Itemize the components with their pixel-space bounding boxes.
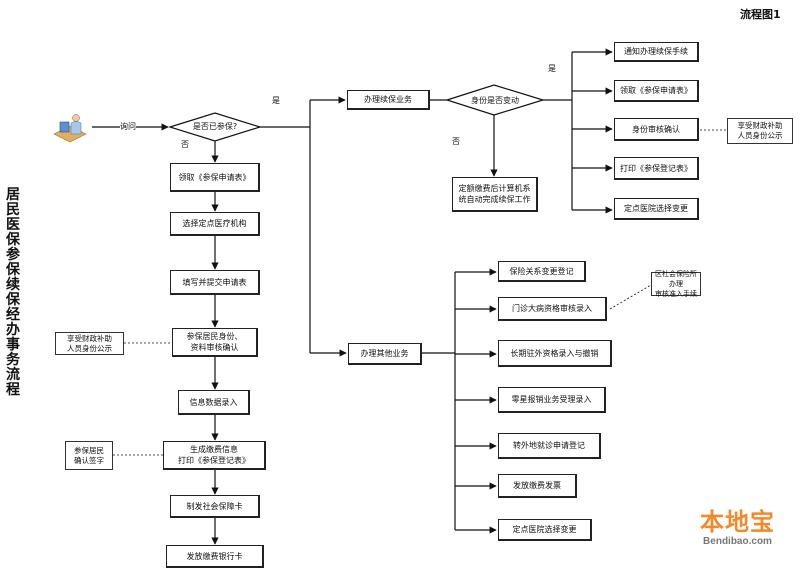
other-step-reimbursement: 零星报销业务受理录入 [498,387,606,413]
decision-identity-change: 身份是否变动 [471,96,519,105]
step-identity-review: 参保居民身份、 资料审核确认 [172,328,258,357]
renewal-step-print: 打印《参保登记表》 [614,157,699,180]
note-subsidy-publicity: 享受财政补助 人员身份公示 [55,332,124,355]
dashed-note-o [609,284,652,310]
other-business: 办理其他业务 [348,343,422,365]
renewal-note-subsidy: 享受财政补助 人员身份公示 [727,118,793,144]
renewal-label-no: 否 [452,137,460,146]
note-resident-sign: 参保居民 确认签字 [65,441,113,470]
decision-enrolled: 是否已参保? [192,122,238,131]
step-print-registration: 生成缴费信息 打印《参保登记表》 [163,441,266,470]
renewal-business: 办理续保业务 [347,90,430,110]
other-step-invoice: 发放缴费发票 [498,474,577,498]
label-no: 否 [181,140,189,149]
renewal-label-yes: 是 [548,64,556,73]
vertical-title: 居民医保参保续保经办事务流程 [6,187,20,398]
figure-title: 流程图1 [740,8,781,21]
edge-label-ask: 询问 [120,121,136,132]
step-data-entry: 信息数据录入 [178,390,250,415]
other-step-overseas: 长期驻外资格录入与撤销 [498,340,612,367]
step-get-application: 领取《参保申请表》 [170,163,260,192]
auto-renewal: 定额缴费后计算机系 统自动完成续保工作 [452,177,538,212]
step-submit-application: 填写并提交申请表 [170,270,260,295]
renewal-step-get-form: 领取《参保申请表》 [614,80,699,102]
other-step-hospital-change: 定点医院选择变更 [498,519,592,541]
step-choose-hospital: 选择定点医疗机构 [170,212,260,236]
renewal-step-identity: 身份审核确认 [614,118,699,141]
other-step-outside-treatment: 转外地就诊申请登记 [498,433,601,459]
renewal-step-notify: 通知办理续保手续 [614,42,699,62]
renewal-step-hospital-change: 定点医院选择变更 [614,198,699,220]
person-at-computer-icon [53,114,87,143]
logo-en: Bendibao.com [703,536,772,547]
other-step-chronic-illness: 门诊大病资格审核录入 [498,297,607,321]
other-note-district: 区社会保险所办理 审核准入手续 [651,270,701,298]
bendibao-logo: 本地宝 Bendibao.com [680,508,795,547]
logo-cn: 本地宝 [700,508,775,536]
step-issue-bank-card: 发放缴费银行卡 [166,545,264,568]
step-issue-ss-card: 制发社会保障卡 [170,495,260,518]
label-yes: 是 [272,96,280,105]
other-step-transfer: 保险关系变更登记 [498,261,586,282]
